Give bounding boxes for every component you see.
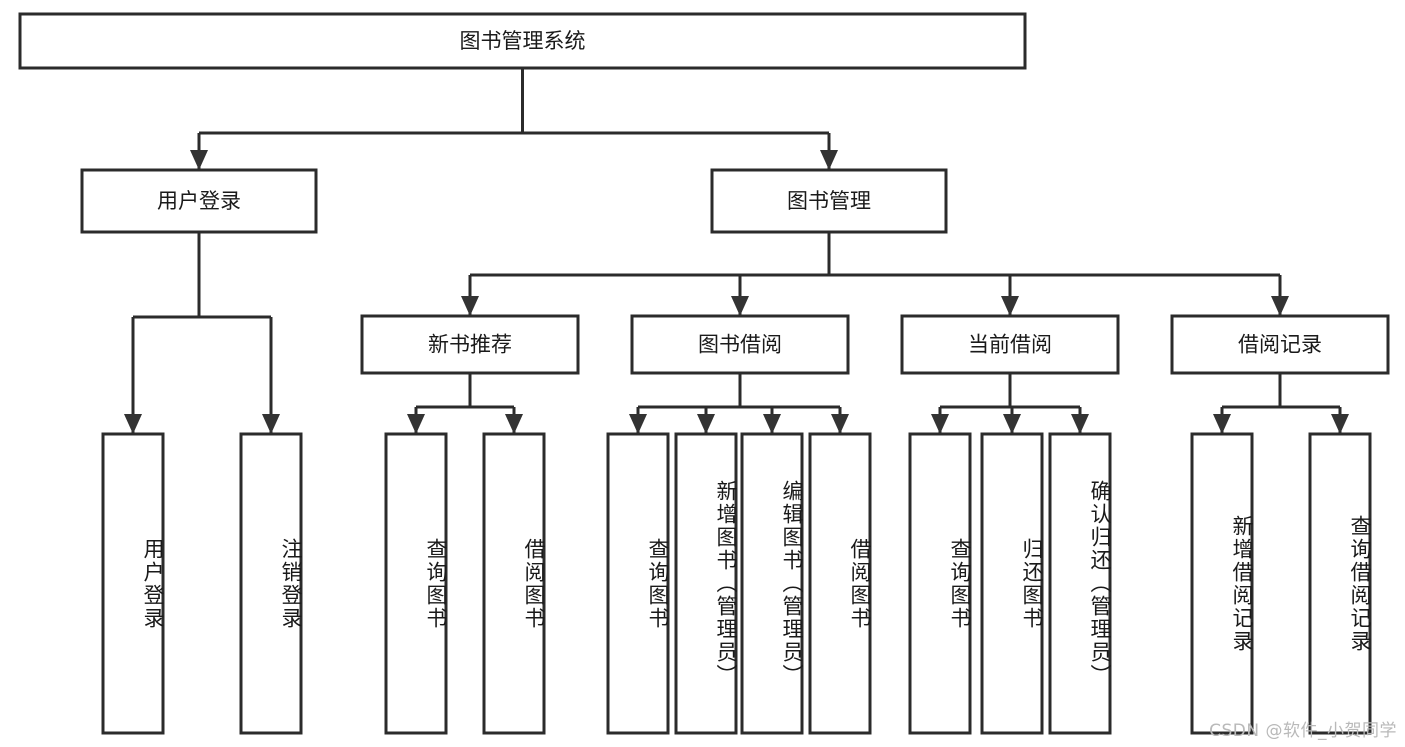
node-label-book-borrow: 图书借阅 (698, 333, 782, 357)
node-box-leaf-user-login[interactable] (101, 432, 165, 735)
arrow-head-icon (629, 414, 647, 434)
watermark-credit: CSDN @软件_小贺同学 (1209, 721, 1397, 741)
arrow-head-icon (461, 296, 479, 316)
node-label-current-borrow: 当前借阅 (968, 333, 1052, 357)
node-label-new-book-recommend: 新书推荐 (428, 333, 512, 357)
node-label-book-management: 图书管理 (787, 189, 871, 213)
node-box-leaf-query-book-3[interactable] (908, 432, 972, 735)
node-box-leaf-borrow-book-2[interactable] (808, 432, 872, 735)
node-boxes (18, 12, 1390, 735)
node-box-leaf-logout[interactable] (239, 432, 303, 735)
node-box-leaf-edit-book[interactable] (740, 432, 804, 735)
node-label-root: 图书管理系统 (460, 29, 586, 53)
node-box-user-login[interactable] (80, 168, 318, 234)
arrow-head-icon (407, 414, 425, 434)
arrow-head-icon (831, 414, 849, 434)
arrow-head-icon (1331, 414, 1349, 434)
arrow-head-icon (697, 414, 715, 434)
arrow-head-icon (124, 414, 142, 434)
node-label-borrow-record: 借阅记录 (1238, 333, 1322, 357)
arrow-head-icon (1071, 414, 1089, 434)
arrow-head-icon (1003, 414, 1021, 434)
arrow-head-icon (1271, 296, 1289, 316)
arrow-head-icon (1001, 296, 1019, 316)
node-label-user-login: 用户登录 (157, 189, 241, 213)
node-box-root[interactable] (18, 12, 1027, 70)
node-box-leaf-borrow-book-1[interactable] (482, 432, 546, 735)
node-box-leaf-query-book-2[interactable] (606, 432, 670, 735)
arrow-head-icon (1213, 414, 1231, 434)
arrow-head-icon (820, 150, 838, 170)
node-box-leaf-confirm-return[interactable] (1048, 432, 1112, 735)
node-box-borrow-record[interactable] (1170, 314, 1390, 375)
arrow-head-icon (505, 414, 523, 434)
arrow-head-icon (731, 296, 749, 316)
connector-lines (124, 68, 1349, 434)
node-box-new-book-recommend[interactable] (360, 314, 580, 375)
node-box-leaf-query-book-1[interactable] (384, 432, 448, 735)
arrow-head-icon (262, 414, 280, 434)
arrow-head-icon (763, 414, 781, 434)
node-box-leaf-add-book[interactable] (674, 432, 738, 735)
node-box-leaf-return-book[interactable] (980, 432, 1044, 735)
node-box-leaf-query-record[interactable] (1308, 432, 1372, 735)
node-box-book-borrow[interactable] (630, 314, 850, 375)
node-box-book-management[interactable] (710, 168, 948, 234)
arrow-head-icon (190, 150, 208, 170)
node-box-leaf-add-record[interactable] (1190, 432, 1254, 735)
arrow-head-icon (931, 414, 949, 434)
node-box-current-borrow[interactable] (900, 314, 1120, 375)
